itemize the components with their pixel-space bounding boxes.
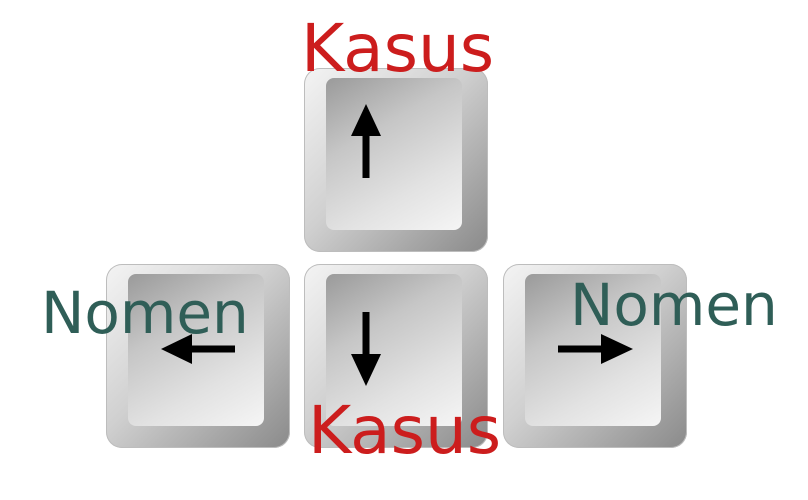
nomen-label-left: Nomen bbox=[41, 279, 249, 347]
key-face bbox=[326, 78, 462, 230]
arrow-right-icon bbox=[558, 334, 633, 364]
kasus-label-top: Kasus bbox=[301, 10, 495, 87]
nomen-label-right: Nomen bbox=[570, 271, 778, 339]
kasus-label-bottom: Kasus bbox=[308, 392, 502, 469]
arrow-down-icon bbox=[351, 312, 381, 386]
left-arrow-key[interactable] bbox=[106, 264, 290, 448]
down-arrow-key[interactable] bbox=[304, 264, 488, 448]
arrow-up-icon bbox=[351, 104, 381, 178]
up-arrow-key[interactable] bbox=[304, 68, 488, 252]
key-face bbox=[326, 274, 462, 426]
arrow-left-icon bbox=[161, 334, 235, 364]
right-arrow-key[interactable] bbox=[503, 264, 687, 448]
